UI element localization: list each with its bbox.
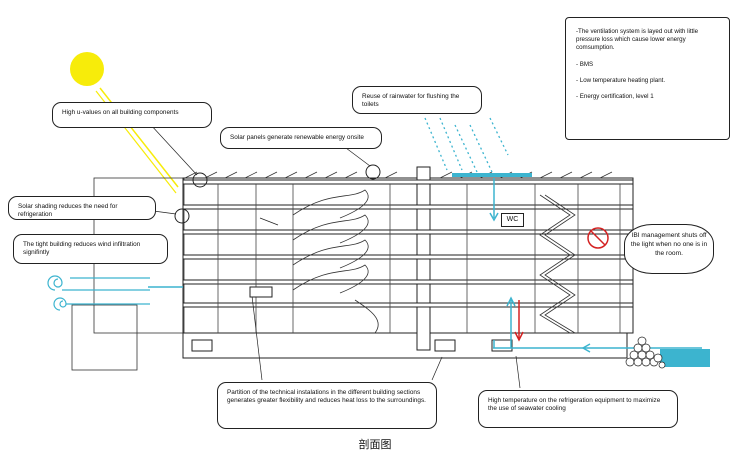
detail-circle-facade: [174, 208, 190, 224]
floor-slabs: [182, 179, 634, 308]
atrium-ramps: [292, 189, 379, 334]
detail-circle-roof: [192, 172, 208, 188]
rain-lines: [424, 117, 509, 173]
callout-tight-building: The tight building reduces wind infiltra…: [13, 234, 168, 264]
water-flow-arrows: [148, 178, 702, 353]
diagram-caption: 剖面图: [358, 438, 392, 451]
heating-pipe: [514, 300, 524, 342]
note-item: -The ventilation system is layed out wit…: [576, 28, 699, 52]
basement: [182, 332, 628, 359]
detail-circle-panel: [365, 164, 381, 180]
roof-solar-panels: [184, 171, 613, 179]
callout-rainwater: Reuse of rainwater for flushing the toil…: [352, 86, 482, 114]
tech-box-3: [491, 339, 513, 352]
callout-solar-shading: Solar shading reduces the need for refri…: [8, 196, 156, 220]
seawater: [660, 349, 710, 367]
wc-label: WC: [501, 213, 524, 227]
plinth-left: [71, 304, 138, 371]
no-light-icon: [587, 227, 609, 249]
tech-box-1: [191, 339, 213, 352]
grid-columns: [217, 184, 621, 333]
equipment-box: [249, 286, 273, 298]
wind-icon: [47, 275, 150, 311]
sun-icon: [70, 52, 104, 86]
callout-solar-panels: Solar panels generate renewable energy o…: [220, 127, 382, 149]
note-item: - BMS: [576, 60, 594, 68]
stairs-icon: [539, 194, 576, 334]
energy-notes-box: -The ventilation system is layed out wit…: [565, 17, 730, 140]
note-item: - Energy certification, level 1: [576, 93, 654, 101]
ibi-management-note: IBI management shuts off the light when …: [624, 224, 714, 274]
rain-gutter: [452, 173, 532, 177]
tech-box-2: [434, 339, 456, 352]
callout-u-values: High u-values on all building components: [52, 102, 212, 128]
seawater-rocks: [625, 336, 666, 369]
callout-partition: Partition of the technical instalations …: [217, 382, 437, 429]
callout-high-temperature: High temperature on the refrigeration eq…: [478, 390, 678, 428]
note-item: - Low temperature heating plant.: [576, 76, 666, 84]
